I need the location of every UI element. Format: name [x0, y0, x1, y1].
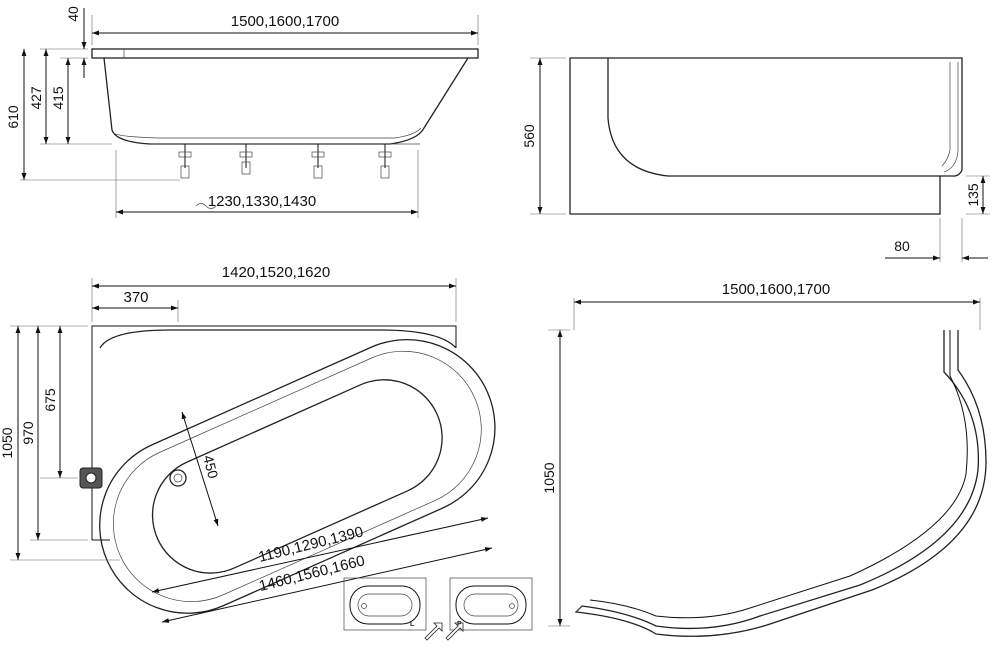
side-view-shell	[103, 57, 469, 145]
variant-left-thumbnail: L	[343, 577, 443, 641]
plan-inner-width: 450	[200, 454, 221, 481]
panel-outer-profile	[574, 330, 987, 637]
end-height-label: 560	[521, 124, 537, 148]
side-height-415: 415	[50, 86, 66, 110]
side-view: 1500,1600,1700 40 610 427 415 1230,1330,…	[5, 6, 479, 218]
plan-outer-rim	[99, 338, 496, 614]
plan-offset-370: 370	[123, 289, 148, 306]
plan-waste-valve	[79, 467, 103, 489]
panel-width-label: 1500,1600,1700	[722, 281, 830, 298]
variant-left-label: L	[410, 621, 415, 628]
variant-right-label: P	[457, 621, 462, 628]
side-view-rim	[91, 48, 479, 59]
side-height-610: 610	[5, 105, 21, 129]
panel-view: 1500,1600,1700 1050	[541, 281, 987, 637]
panel-inner-profile	[589, 330, 968, 619]
plan-drain	[169, 469, 187, 487]
side-width-label: 1500,1600,1700	[231, 13, 339, 30]
end-step-height: 135	[965, 183, 981, 207]
plan-overall-width: 1420,1520,1620	[222, 264, 330, 281]
side-height-427: 427	[28, 86, 44, 110]
end-view-inner-curve	[607, 58, 940, 177]
plan-view: 1420,1520,1620 370 1050 970 675 450 1190…	[0, 264, 496, 623]
side-leg-span-label: 1230,1330,1430	[208, 193, 316, 210]
panel-depth-label: 1050	[541, 462, 557, 493]
variant-right-thumbnail: P	[445, 577, 533, 641]
end-step-depth: 80	[894, 238, 910, 254]
plan-wall-outline	[91, 325, 457, 540]
plan-inner-basin	[151, 379, 443, 574]
side-rim-label: 40	[65, 6, 81, 22]
side-view-feet	[150, 143, 420, 179]
plan-depth-1050: 1050	[0, 427, 15, 458]
end-view-outline	[569, 57, 963, 215]
plan-depth-675: 675	[42, 388, 58, 412]
plan-depth-970: 970	[20, 421, 36, 445]
end-view: 560 135 80	[521, 57, 990, 262]
